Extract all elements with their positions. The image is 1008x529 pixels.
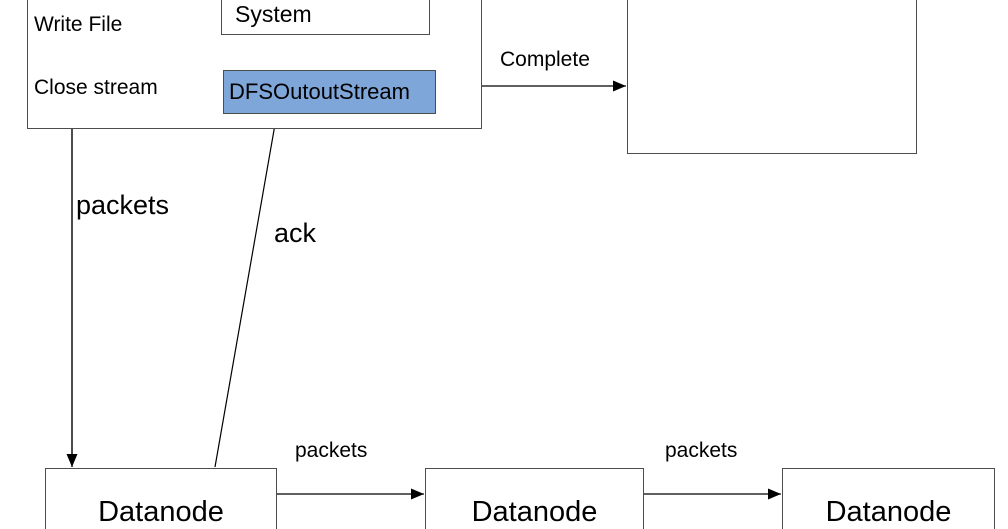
datanode-3-box: Datanode: [782, 468, 995, 529]
edge-label-packets-down: packets: [76, 190, 170, 220]
datanode-2-box: Datanode: [425, 468, 644, 529]
edge-label-ack: ack: [274, 218, 317, 248]
datanode-2-label: Datanode: [471, 496, 598, 529]
edge-label-write-file: Write File: [34, 13, 123, 36]
datanode-3-label: Datanode: [825, 496, 952, 529]
edge-ack: [214, 112, 281, 468]
distributed-file-system-box: Distributed File System: [221, 0, 430, 35]
datanode-1-label: Datanode: [98, 496, 224, 529]
dfs-output-stream-label: DFSOutoutStream: [229, 79, 410, 105]
right-panel-box: [627, 0, 917, 154]
edge-label-close-stream: Close stream: [34, 76, 158, 99]
distributed-file-system-label: Distributed File System: [235, 0, 388, 27]
edge-label-packets-dn1-dn2: packets: [295, 439, 368, 462]
edge-label-packets-dn2-dn3: packets: [665, 439, 738, 462]
datanode-1-box: Datanode: [45, 468, 277, 529]
dfs-output-stream-box[interactable]: DFSOutoutStream: [223, 70, 436, 114]
edge-label-complete: Complete: [500, 48, 590, 71]
